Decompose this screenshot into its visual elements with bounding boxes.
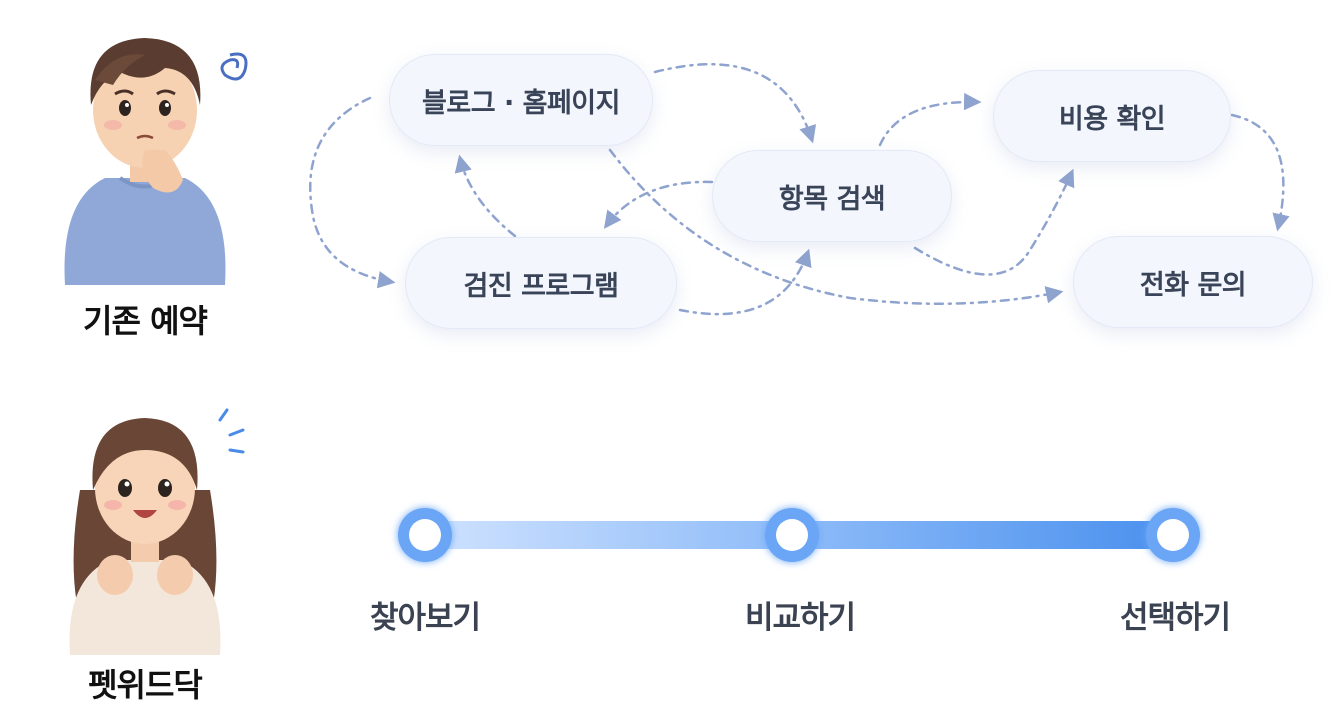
arrow-blog-to-search (653, 63, 817, 144)
persona-after-label: 펫위드닥 (88, 666, 203, 704)
flow-node-search: 항목 검색 (712, 150, 952, 242)
arrow-search-to-cost (878, 92, 982, 147)
confused-man-illustration (64, 38, 248, 285)
arrow-blog-to-call (608, 148, 1064, 306)
step-label-compare: 비교하기 (744, 600, 856, 636)
flow-node-call: 전화 문의 (1073, 236, 1313, 328)
happy-woman-illustration (69, 408, 245, 655)
persona-before (15, 10, 275, 340)
persona-before-label: 기존 예약 (83, 302, 208, 340)
step-label-select: 선택하기 (1119, 600, 1231, 636)
timeline-node-1 (398, 508, 452, 562)
step-label-browse: 찾아보기 (369, 600, 481, 636)
flow-node-program: 검진 프로그램 (405, 237, 677, 329)
flow-node-blog: 블로그 · 홈페이지 (389, 54, 653, 146)
arrow-search-to-program (603, 180, 714, 229)
arrow-program-to-blog (454, 154, 517, 238)
arrow-program-to-search (678, 248, 812, 316)
persona-after (15, 380, 275, 710)
arrow-cost-to-call (1230, 113, 1290, 232)
timeline-node-3 (1146, 508, 1200, 562)
flow-node-cost: 비용 확인 (993, 70, 1231, 162)
arrow-search-to-cost-long (913, 168, 1075, 276)
timeline-node-2 (765, 508, 819, 562)
arrow-blog-to-program (308, 96, 396, 289)
